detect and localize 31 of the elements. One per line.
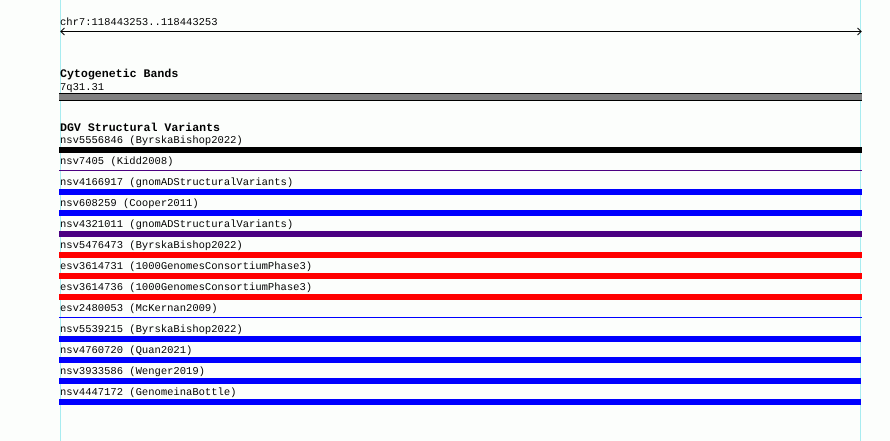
variant-label: nsv4321011 (gnomADStructuralVariants): [60, 219, 294, 231]
track-title: Cytogenetic Bands: [60, 68, 178, 81]
track-title: DGV Structural Variants: [60, 122, 220, 135]
variant-label: nsv4166917 (gnomADStructuralVariants): [60, 177, 294, 189]
variant-bar: [59, 273, 862, 279]
variant-label: nsv3933586 (Wenger2019): [60, 366, 205, 378]
variant-bar: [59, 252, 862, 258]
variant-bar: [59, 336, 861, 342]
variant-label: nsv608259 (Cooper2011): [60, 198, 199, 210]
variant-label: esv2480053 (McKernan2009): [60, 303, 218, 315]
band-label: 7q31.31: [60, 82, 104, 94]
variant-bar: [59, 378, 861, 384]
position-label: chr7:118443253..118443253: [60, 17, 218, 29]
variant-label: nsv5539215 (ByrskaBishop2022): [60, 324, 243, 336]
variant-bar: [59, 231, 862, 237]
variant-label: nsv5556846 (ByrskaBishop2022): [60, 135, 243, 147]
variant-label: esv3614736 (1000GenomesConsortiumPhase3): [60, 282, 312, 294]
variant-bar: [59, 357, 861, 363]
variant-label: esv3614731 (1000GenomesConsortiumPhase3): [60, 261, 312, 273]
variant-bar: [59, 294, 862, 300]
variant-bar: [59, 399, 861, 405]
variant-bar: [59, 189, 862, 195]
variant-label: nsv4447172 (GenomeinaBottle): [60, 387, 236, 399]
variant-bar: [59, 147, 862, 153]
variant-bar: [59, 210, 862, 216]
variant-line: [59, 317, 862, 318]
variant-label: nsv7405 (Kidd2008): [60, 156, 174, 168]
variant-label: nsv5476473 (ByrskaBishop2022): [60, 240, 243, 252]
variant-label: nsv4760720 (Quan2021): [60, 345, 192, 357]
cytoband-bar: [59, 93, 862, 101]
variant-line: [59, 170, 862, 171]
